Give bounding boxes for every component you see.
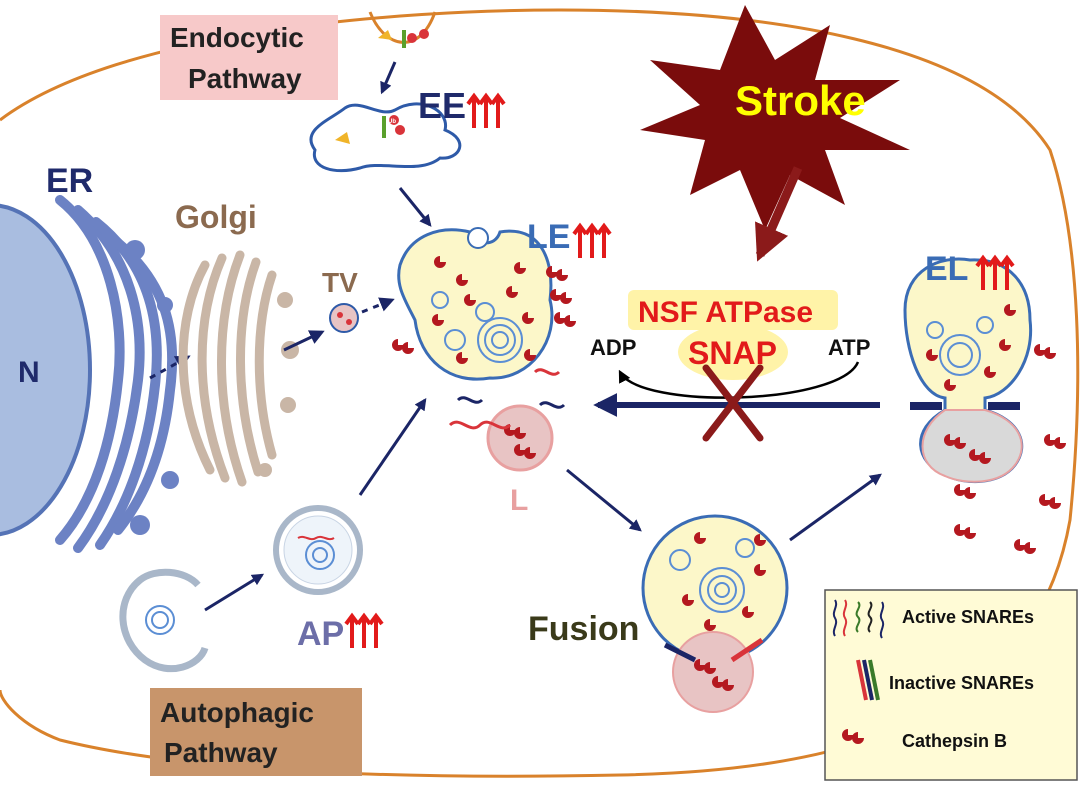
nucleus	[0, 203, 92, 537]
el-up-arrows-icon	[975, 254, 1015, 290]
inactive-snares-icon	[856, 659, 880, 701]
nucleus-label: N	[18, 356, 40, 389]
endocytic-pit	[368, 11, 437, 48]
endolysosome	[903, 257, 1033, 484]
legend: Active SNAREs Inactive SNAREs Cathepsin …	[824, 589, 1078, 781]
autophagic-pathway-box: Autophagic Pathway	[150, 688, 362, 776]
endocytic-pathway-line2: Pathway	[188, 63, 302, 94]
phagophore	[119, 568, 209, 673]
endoplasmic-reticulum	[55, 195, 179, 553]
snap-label: SNAP	[688, 335, 777, 371]
legend-active-snares: Active SNAREs	[902, 607, 1034, 627]
ap-up-arrows-icon	[344, 612, 384, 648]
le-up-arrows-icon	[572, 222, 612, 258]
ub-label: Ub	[388, 119, 396, 125]
golgi-apparatus	[178, 250, 299, 487]
autophagic-pathway-line2: Pathway	[164, 737, 278, 768]
fusion-label: Fusion	[528, 610, 639, 648]
legend-inactive-snares: Inactive SNAREs	[889, 673, 1034, 693]
adp-label: ADP	[590, 335, 636, 360]
fusion-vesicle	[641, 514, 789, 713]
ap-label: AP	[297, 615, 344, 653]
stroke-label: Stroke	[735, 77, 866, 124]
nsf-atpase-label: NSF ATPase	[638, 296, 813, 329]
autophagosome	[273, 505, 363, 595]
lysosome-label: L	[510, 484, 528, 517]
er-label: ER	[46, 162, 93, 200]
active-snares-icon	[832, 599, 885, 639]
late-endosome	[397, 227, 554, 381]
ee-up-arrows-icon	[466, 92, 506, 128]
golgi-label: Golgi	[175, 199, 257, 235]
transport-vesicle	[329, 303, 359, 333]
inhibition-x-icon	[702, 364, 764, 442]
atp-label: ATP	[828, 335, 870, 360]
lysosome	[448, 368, 566, 472]
tv-label: TV	[322, 267, 358, 298]
ee-label: EE	[418, 85, 466, 126]
le-label: LE	[527, 218, 570, 256]
legend-cathepsin-b: Cathepsin B	[902, 731, 1007, 751]
nsf-atpase-box: NSF ATPase	[628, 290, 838, 330]
stroke-star: Stroke	[640, 5, 910, 230]
snap-oval: SNAP	[678, 324, 788, 380]
early-endosome: Ub	[309, 102, 462, 173]
autophagic-pathway-line1: Autophagic	[160, 697, 314, 728]
endocytic-pathway-box: Endocytic Pathway	[160, 15, 338, 100]
el-label: EL	[925, 250, 968, 288]
endocytic-pathway-line1: Endocytic	[170, 22, 304, 53]
